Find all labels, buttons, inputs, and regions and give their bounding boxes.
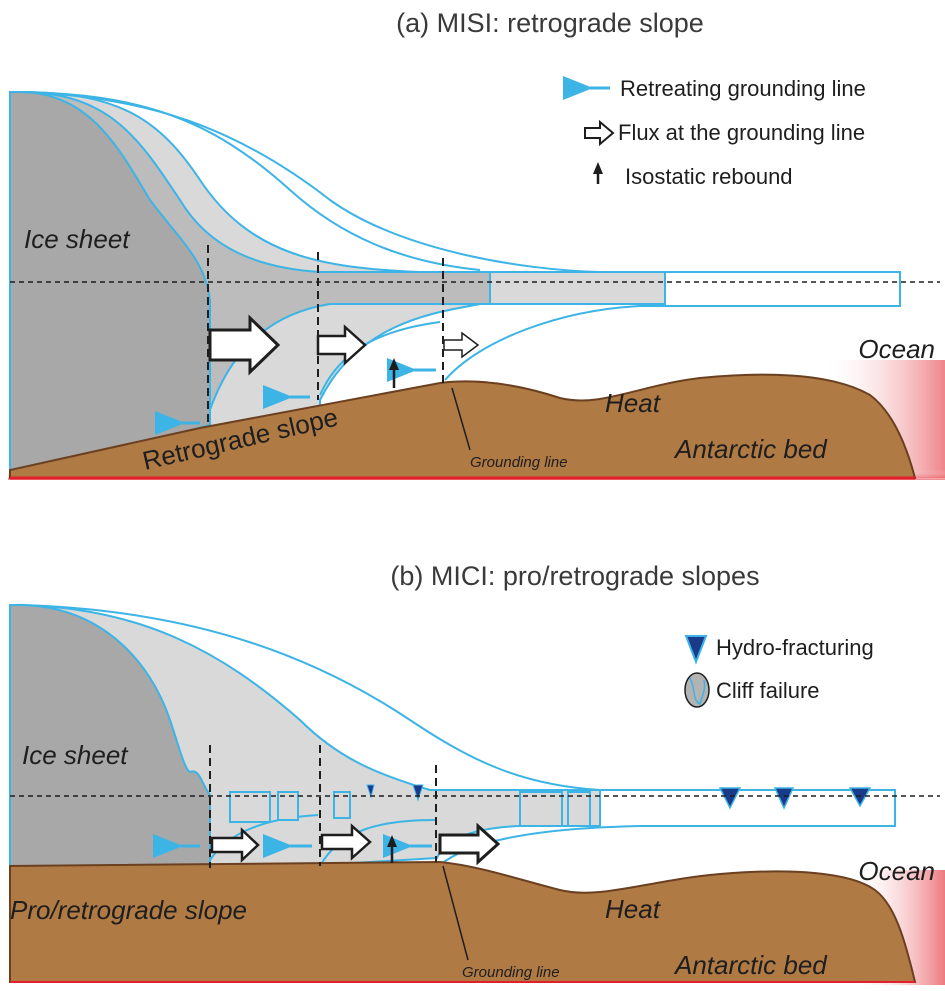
- hydro-fracture-icon: [718, 787, 742, 810]
- heat-label: Heat: [605, 388, 662, 418]
- ice-outline-mid: [19, 91, 481, 271]
- legend-rebound-label: Isostatic rebound: [625, 164, 793, 189]
- legend-flux-label: Flux at the grounding line: [618, 120, 865, 145]
- rebound-arrow-icon: [593, 162, 603, 174]
- panel-b: (b) MICI: pro/retrograde slopes: [9, 561, 945, 985]
- flux-arrow-small: [443, 331, 480, 359]
- ice-sheet-label-b: Ice sheet: [22, 740, 129, 770]
- hydro-fracture-icon: [684, 635, 708, 665]
- ocean-label: Ocean: [858, 334, 935, 364]
- antarctic-bed-b: [9, 860, 917, 983]
- flux-arrow-large: [208, 314, 281, 376]
- calved-icebergs: [229, 791, 591, 827]
- flux-arrow-medium: [316, 324, 367, 366]
- flux-arrow-b1: [210, 827, 260, 863]
- cliff-failure-icon-line: [689, 677, 706, 706]
- iceberg: [333, 791, 351, 819]
- flux-arrow-b2: [320, 823, 372, 861]
- legend-a: Retreating grounding line Flux at the gr…: [563, 76, 866, 189]
- grounding-line-pointer: [451, 387, 471, 451]
- panel-b-title: (b) MICI: pro/retrograde slopes: [390, 561, 759, 591]
- iceberg: [567, 791, 591, 827]
- hydro-fractures: [366, 784, 872, 810]
- cavity-line-b: [319, 819, 436, 867]
- hydro-fracture-icon: [366, 784, 375, 799]
- ice-sheet-label: Ice sheet: [24, 224, 131, 254]
- rebound-arrow-head: [389, 358, 399, 370]
- legend-retreat-label: Retreating grounding line: [620, 76, 866, 101]
- legend-b: Hydro-fracturing Cliff failure: [684, 635, 874, 708]
- legend-hydro-label: Hydro-fracturing: [716, 635, 874, 660]
- slope-label-b: Pro/retrograde slope: [10, 895, 247, 925]
- flux-arrow-b3: [438, 822, 501, 866]
- grounding-line-label: Grounding line: [470, 454, 568, 471]
- ocean-label-b: Ocean: [858, 856, 935, 886]
- panel-a-title: (a) MISI: retrograde slope: [396, 8, 704, 38]
- iceberg: [277, 791, 299, 821]
- heat-label-b: Heat: [605, 894, 662, 924]
- iceberg: [519, 791, 563, 827]
- panel-a: (a) MISI: retrograde slope: [8, 8, 945, 480]
- hydro-fracture-icon: [773, 787, 795, 810]
- grounding-line-pointer-b: [442, 865, 469, 961]
- ice-sheet-core-b: [9, 604, 211, 896]
- grounding-line-label-b: Grounding line: [462, 964, 560, 981]
- rebound-arrow-head-b: [387, 835, 397, 847]
- bed-label-b: Antarctic bed: [673, 950, 828, 980]
- flux-arrow-icon: [584, 119, 615, 147]
- hydro-fracture-icon: [412, 784, 424, 802]
- bed-label: Antarctic bed: [673, 434, 828, 464]
- iceberg: [229, 791, 271, 823]
- legend-cliff-label: Cliff failure: [716, 678, 820, 703]
- hydro-fracture-icon: [848, 787, 872, 808]
- ice-sheet-core: [9, 91, 211, 480]
- ice-outline-future-b: [19, 604, 896, 866]
